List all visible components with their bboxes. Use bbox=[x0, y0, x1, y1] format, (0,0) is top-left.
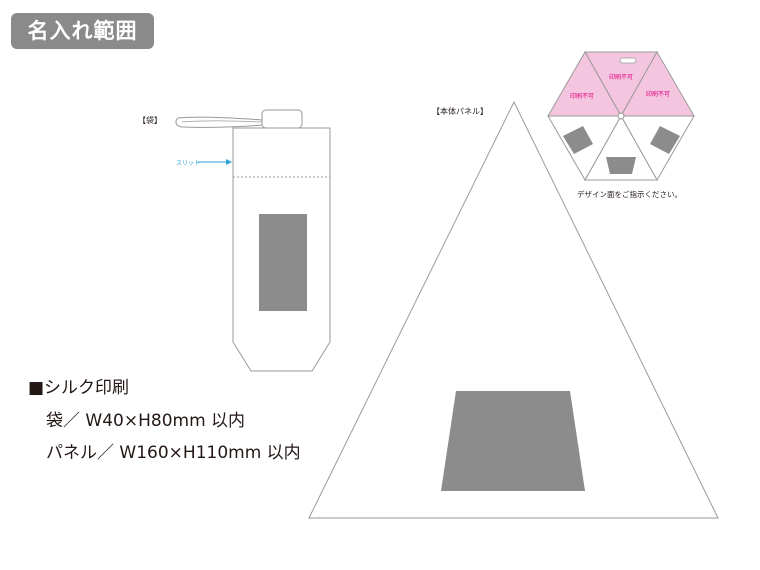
panel-label: 【本体パネル】 bbox=[432, 107, 488, 116]
slit-label: スリット bbox=[176, 160, 201, 167]
bag-strap-inner bbox=[181, 120, 263, 123]
panel-triangle bbox=[308, 100, 719, 519]
print-method: ■シルク印刷 bbox=[28, 378, 130, 398]
panel-illustration bbox=[308, 100, 719, 519]
no-print-label: 印刷不可 bbox=[609, 74, 634, 81]
bag-print-size: 袋／ W40×H80mm 以内 bbox=[46, 411, 246, 431]
umbrella-center-tip bbox=[617, 112, 625, 120]
umbrella-tie-band bbox=[619, 57, 637, 64]
umbrella-print-area bbox=[650, 126, 680, 154]
umbrella-segment bbox=[547, 50, 622, 117]
panel-print-size: パネル／ W160×H110mm 以内 bbox=[46, 443, 301, 463]
bag-illustration bbox=[175, 109, 331, 372]
bag-handle-cap bbox=[261, 109, 303, 129]
panel-print-area bbox=[441, 391, 585, 491]
bag-label: 【袋】 bbox=[138, 116, 162, 125]
slit-arrowhead bbox=[226, 159, 232, 165]
title-badge: 名入れ範囲 bbox=[11, 13, 154, 49]
design-instruction-caption: デザイン面をご指示ください。 bbox=[577, 190, 682, 199]
umbrella-print-area bbox=[563, 126, 593, 154]
umbrella-print-area bbox=[606, 157, 636, 174]
bag-print-area bbox=[259, 214, 307, 311]
no-print-label: 印刷不可 bbox=[570, 93, 595, 100]
bag-strap bbox=[175, 116, 263, 128]
no-print-label: 印刷不可 bbox=[646, 91, 671, 98]
umbrella-top-view bbox=[547, 50, 695, 182]
